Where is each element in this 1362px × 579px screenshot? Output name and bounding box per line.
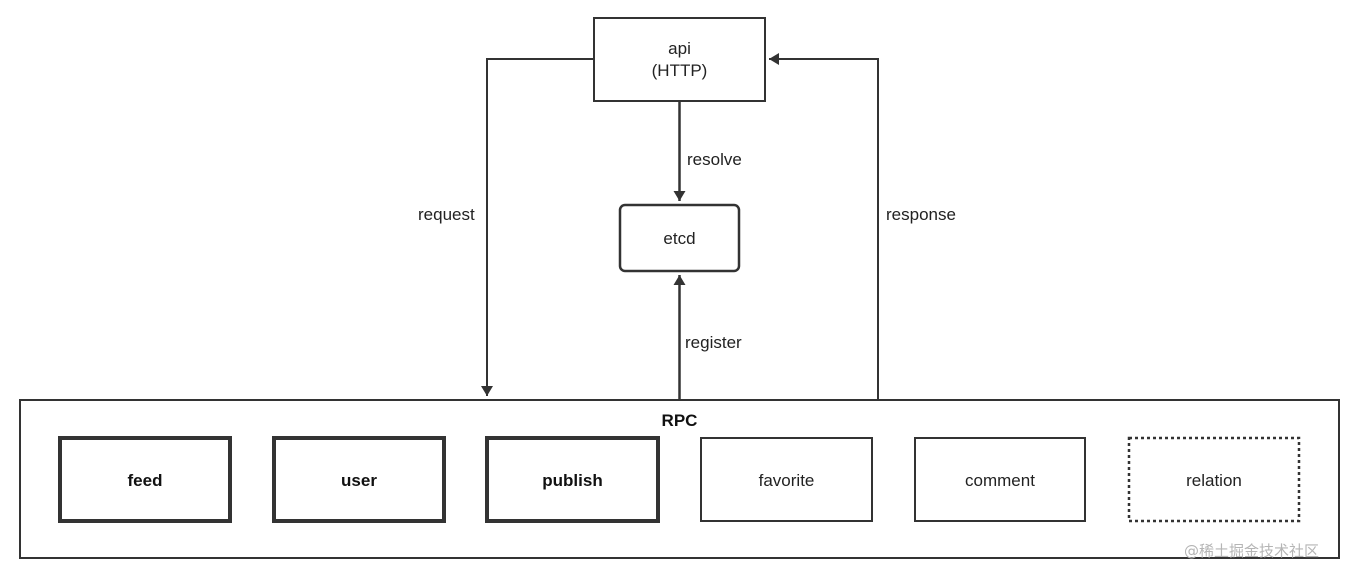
service-comment: comment [914,437,1086,522]
service-favorite-label: favorite [759,471,815,490]
api-node-protocol: (HTTP) [652,61,708,80]
edge-resolve: resolve [673,101,742,201]
service-favorite: favorite [700,437,873,522]
etcd-node: etcd [618,203,741,273]
service-publish-label: publish [542,471,602,490]
service-relation-label: relation [1186,471,1242,490]
service-relation: relation [1127,436,1301,523]
service-feed-label: feed [128,471,163,490]
edge-register-label: register [685,333,742,352]
edge-resolve-label: resolve [687,150,742,169]
edge-response: response [769,53,956,400]
watermark-text: @稀土掘金技术社区 [1184,542,1319,560]
api-node: api (HTTP) [593,17,766,102]
service-feed: feed [58,436,232,523]
edge-register: register [673,275,742,400]
edge-request: request [418,58,594,396]
service-comment-label: comment [965,471,1035,490]
edge-request-label: request [418,205,475,224]
service-user: user [272,436,446,523]
service-user-label: user [341,471,377,490]
service-publish: publish [485,436,660,523]
rpc-label: RPC [662,411,698,430]
edge-response-label: response [886,205,956,224]
api-node-label: api [668,39,691,58]
etcd-node-label: etcd [663,229,695,248]
